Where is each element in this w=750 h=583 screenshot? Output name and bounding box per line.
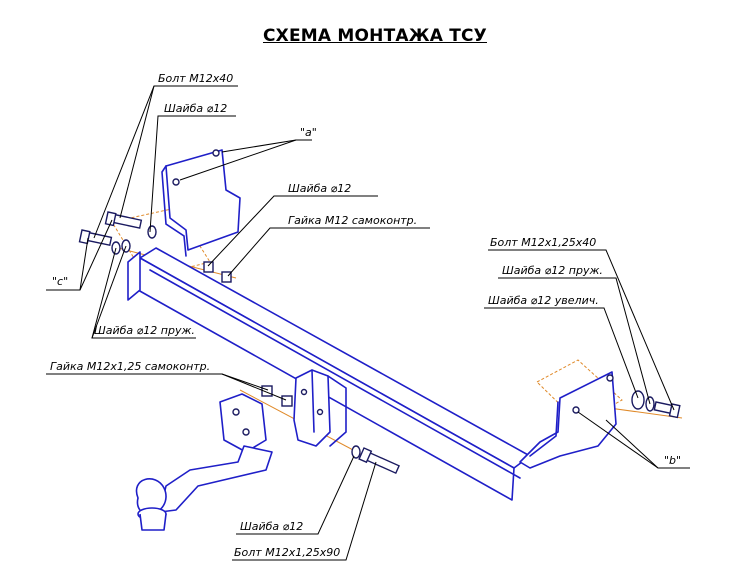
nut-left-1 (203, 261, 214, 273)
leader-ref-b-2 (577, 411, 659, 469)
holder-hole-2 (316, 408, 324, 416)
leader-washer-top (149, 115, 236, 233)
right-bracket-edge (529, 401, 559, 457)
mounting-plane-right (536, 359, 623, 425)
label-washer-top: Шайба ⌀12 (164, 102, 227, 115)
leader-bolt-m12x125x40 (488, 249, 675, 411)
leader-nut-m12x125-2 (221, 373, 287, 401)
cross-beam-crease (149, 269, 521, 479)
leader-washer-spring-left-2 (91, 245, 127, 339)
leader-bolt-m12x125x90 (232, 461, 377, 561)
leader-washer-spring-right (498, 277, 651, 405)
right-bracket-hole-2 (606, 374, 614, 382)
label-washer-enlarged: Шайба ⌀12 увелич. (488, 294, 599, 307)
nut-centre-1 (261, 385, 273, 397)
label-bolt-m12x125x90: Болт М12х1,25х90 (234, 546, 340, 559)
leader-nut-m12 (227, 227, 430, 277)
label-nut-m12: Гайка М12 самоконтр. (288, 214, 417, 227)
leader-washer-bottom (236, 455, 355, 535)
left-bracket (165, 149, 241, 251)
nut-centre-2 (281, 395, 293, 407)
ball-mount-holder-edge (311, 369, 347, 447)
label-ref-c: "с" (52, 275, 68, 288)
washer-left-1 (147, 225, 157, 239)
right-bracket-hole-1 (572, 406, 580, 414)
washer-enlarged-right (631, 390, 645, 410)
bolt-right (653, 401, 681, 419)
leader-bolt-m12x40-2 (119, 85, 155, 219)
label-washer-bottom: Шайба ⌀12 (240, 520, 303, 533)
flange-hole-1 (232, 408, 240, 416)
label-washer-mid: Шайба ⌀12 (288, 182, 351, 195)
leader-washer-enlarged (484, 307, 639, 399)
bolt-bottom (358, 447, 400, 475)
cross-beam-end-left (127, 251, 141, 301)
label-washer-spring-left: Шайба ⌀12 пруж. (94, 324, 195, 337)
mount-flange (219, 393, 267, 453)
cross-beam (139, 247, 531, 469)
bolt-left-lower (78, 229, 113, 247)
label-washer-spring-right: Шайба ⌀12 пруж. (502, 264, 603, 277)
label-ref-a: "а" (300, 126, 317, 139)
leader-washer-mid (207, 195, 378, 267)
tow-ball-stem (139, 513, 167, 531)
leader-nut-m12x125 (46, 373, 269, 391)
label-ref-b: "b" (664, 454, 681, 467)
holder-hole-1 (300, 388, 308, 396)
tow-arm (159, 445, 273, 513)
washer-bottom (351, 445, 361, 459)
label-bolt-m12x125x40: Болт М12х1,25х40 (490, 236, 596, 249)
diagram-title: СХЕМА МОНТАЖА ТСУ (262, 26, 487, 46)
left-bracket-hole-2 (212, 149, 220, 157)
label-nut-m12x125: Гайка М12х1,25 самоконтр. (50, 360, 210, 373)
label-bolt-m12x40: Болт М12х40 (158, 72, 233, 85)
leader-ref-c-2 (79, 237, 89, 291)
left-bracket-hole-1 (172, 178, 180, 186)
leader-ref-a-2 (221, 139, 297, 153)
tow-ball (135, 478, 167, 515)
right-bracket (519, 371, 617, 469)
left-bracket-edge (161, 165, 187, 257)
bolt-left-upper (104, 211, 143, 229)
flange-hole-2 (242, 428, 250, 436)
nut-left-2 (221, 271, 232, 283)
